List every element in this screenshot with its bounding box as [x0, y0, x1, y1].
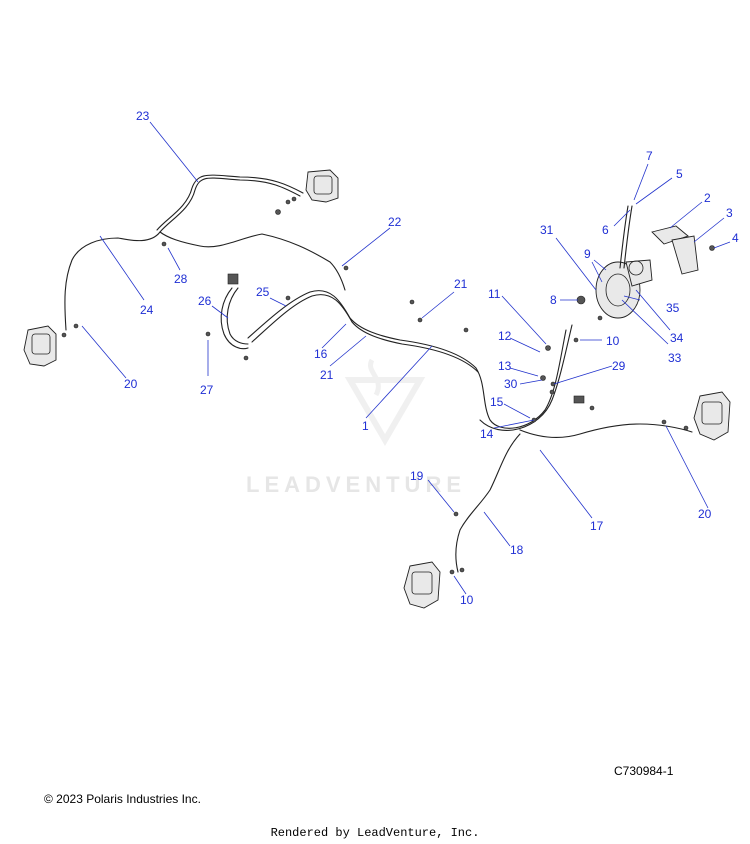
callout-17[interactable]: 17 [590, 519, 604, 533]
callout-1[interactable]: 1 [362, 419, 369, 433]
callout-5[interactable]: 5 [676, 167, 683, 181]
callout-11[interactable]: 11 [488, 287, 501, 301]
callout-8[interactable]: 8 [550, 293, 557, 307]
callout-10-upper[interactable]: 10 [606, 334, 620, 348]
callout-14[interactable]: 14 [480, 427, 494, 441]
caliper-rear-right [403, 561, 465, 609]
callout-19[interactable]: 19 [410, 469, 424, 483]
callout-9[interactable]: 9 [584, 247, 591, 261]
callout-25[interactable]: 24 [140, 303, 154, 317]
callout-29[interactable]: 28 [174, 272, 188, 286]
callout-3[interactable]: 3 [726, 206, 733, 220]
callout-13[interactable]: 13 [498, 359, 512, 373]
callout-20-left[interactable]: 20 [124, 377, 138, 391]
line-clips [161, 209, 603, 517]
leader-lines [81, 121, 731, 595]
callout-16[interactable]: 16 [314, 347, 328, 361]
callout-35[interactable]: 35 [666, 301, 680, 315]
brake-line-art [23, 169, 731, 609]
caliper-rear-left [285, 169, 339, 205]
callout-12[interactable]: 12 [498, 329, 512, 343]
callout-26[interactable]: 25 [256, 285, 270, 299]
callout-15[interactable]: 15 [490, 395, 504, 409]
callout-31[interactable]: 30 [504, 377, 518, 391]
callout-28[interactable]: 27 [200, 383, 214, 397]
callouts: 23 24 20 28 22 26 25 27 16 21 21 1 11 12… [124, 109, 739, 607]
drawing-id: C730984-1 [614, 764, 674, 778]
callout-10-lower[interactable]: 10 [460, 593, 474, 607]
callout-34[interactable]: 34 [670, 331, 684, 345]
watermark: LEADVENTURE [246, 472, 467, 497]
callout-23[interactable]: 22 [388, 215, 402, 229]
caliper-front-left [23, 323, 79, 367]
callout-6[interactable]: 6 [602, 223, 609, 237]
callout-18[interactable]: 18 [510, 543, 524, 557]
callout-20-right[interactable]: 20 [698, 507, 712, 521]
callout-33[interactable]: 33 [668, 351, 682, 365]
callout-21[interactable]: 21 [454, 277, 468, 291]
callout-7[interactable]: 7 [646, 149, 653, 163]
copyright-notice: © 2023 Polaris Industries Inc. [44, 792, 201, 806]
callout-2[interactable]: 2 [704, 191, 711, 205]
callout-32[interactable]: 31 [540, 223, 554, 237]
callout-4[interactable]: 4 [732, 231, 739, 245]
callout-27[interactable]: 26 [198, 294, 212, 308]
callout-24[interactable]: 23 [136, 109, 150, 123]
callout-30[interactable]: 29 [612, 359, 626, 373]
callout-22[interactable]: 21 [320, 368, 334, 382]
caliper-front-right [661, 391, 731, 441]
master-cylinder [576, 259, 653, 319]
watermark-logo [344, 358, 426, 446]
rendered-by: Rendered by LeadVenture, Inc. [270, 826, 480, 840]
